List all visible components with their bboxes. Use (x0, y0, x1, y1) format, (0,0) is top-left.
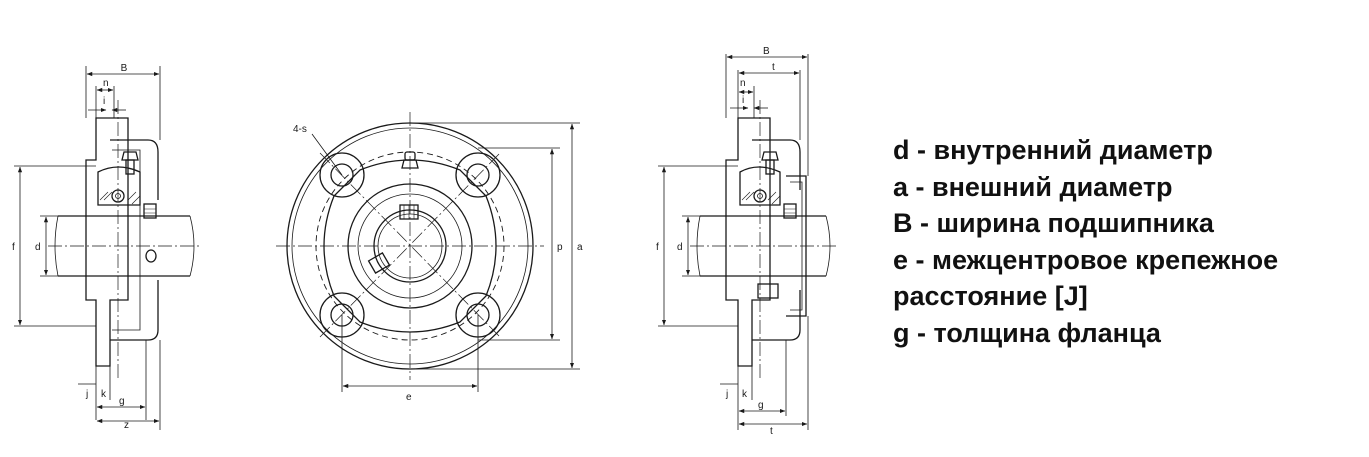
label-f: f (12, 242, 15, 253)
legend: d - внутренний диаметр a - внешний диаме… (893, 132, 1363, 351)
label-a: a (577, 242, 583, 253)
label-e: e (406, 392, 412, 403)
label-g-right: g (758, 400, 764, 411)
label-j: j (85, 389, 88, 400)
label-d: d (35, 242, 41, 253)
legend-line-e-cont: расстояние [J] (893, 281, 1088, 311)
label-z: z (124, 420, 129, 431)
front-view: 4-s p a e (276, 112, 583, 403)
label-n-right: n (740, 78, 746, 89)
label-4-s: 4-s (293, 124, 307, 135)
legend-line-a: a - внешний диаметр (893, 171, 1173, 202)
label-B: B (121, 63, 128, 74)
legend-line-g: g - толщина фланца (893, 317, 1161, 348)
label-j-right: j (725, 389, 728, 400)
label-n: n (103, 78, 109, 89)
legend-line-B: B - ширина подшипника (893, 208, 1214, 238)
side-view-left: B n i f d j k g z (12, 63, 200, 431)
label-t-bottom: t (770, 426, 773, 437)
legend-line-e: e - межцентровое крепежное (893, 244, 1279, 275)
label-t-top: t (772, 62, 775, 73)
legend-line-d: d - внутренний диаметр (893, 135, 1213, 165)
label-d-right: d (677, 242, 683, 253)
label-f-right: f (656, 242, 659, 253)
label-i: i (103, 96, 105, 107)
label-i-right: i (742, 95, 744, 106)
label-g: g (119, 396, 125, 407)
label-p: p (557, 242, 563, 253)
side-view-right: B t n i f d j k g t (656, 46, 836, 437)
label-k: k (101, 389, 107, 400)
label-k-right: k (742, 389, 748, 400)
label-B-right: B (763, 46, 770, 57)
